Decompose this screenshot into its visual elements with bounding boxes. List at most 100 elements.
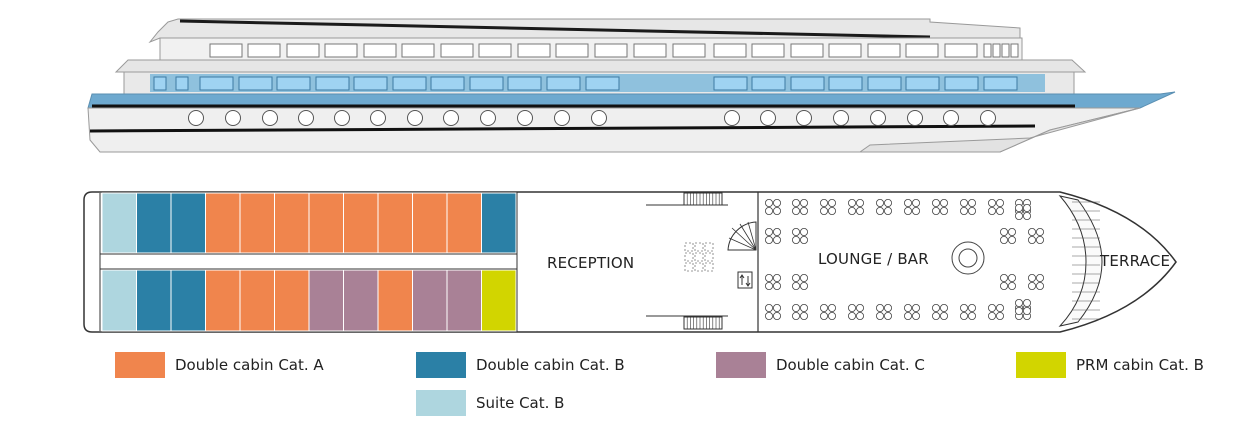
- chair: [800, 206, 809, 215]
- chair: [932, 303, 941, 312]
- window: [315, 76, 350, 91]
- legend-swatch: [416, 390, 466, 416]
- porthole: [443, 110, 459, 126]
- chair: [1008, 227, 1017, 236]
- chair: [800, 281, 809, 290]
- table: [765, 303, 782, 320]
- legend-label: Double cabin Cat. A: [175, 356, 324, 374]
- table: [848, 303, 865, 320]
- chair: [792, 281, 801, 290]
- chair: [876, 206, 885, 215]
- chair: [932, 311, 941, 320]
- chair: [800, 303, 809, 312]
- chair: [828, 311, 837, 320]
- table: [765, 198, 782, 215]
- cabin-double-b: [170, 269, 206, 332]
- chair: [773, 235, 782, 244]
- chair: [1015, 298, 1024, 307]
- cabin-double-c: [343, 269, 379, 332]
- window: [478, 43, 512, 58]
- porthole: [554, 110, 570, 126]
- window: [517, 43, 551, 58]
- table: [848, 198, 865, 215]
- chair: [884, 311, 893, 320]
- chair: [884, 303, 893, 312]
- chair: [904, 198, 913, 207]
- table: [960, 303, 977, 320]
- window: [633, 43, 667, 58]
- window: [867, 76, 902, 91]
- lounge-label: LOUNGE / BAR: [818, 250, 929, 268]
- table: [1028, 273, 1045, 290]
- desk-cell: [704, 242, 714, 252]
- legend-double-a: Double cabin Cat. A: [115, 352, 324, 378]
- desk-cell: [694, 262, 704, 272]
- cabin-double-b: [481, 192, 517, 254]
- window: [1001, 43, 1010, 58]
- chair: [792, 303, 801, 312]
- window: [585, 76, 620, 91]
- window: [790, 76, 825, 91]
- chair: [884, 198, 893, 207]
- window: [1010, 43, 1019, 58]
- chair: [932, 206, 941, 215]
- chair: [1028, 273, 1037, 282]
- terrace-label: TERRACE: [1099, 252, 1170, 270]
- chair: [988, 206, 997, 215]
- chair: [856, 198, 865, 207]
- window: [286, 43, 320, 58]
- upper-deck-windows: [209, 43, 1019, 58]
- table: [792, 198, 809, 215]
- chair: [800, 227, 809, 236]
- cabin-double-a: [308, 192, 344, 254]
- chair: [940, 303, 949, 312]
- chair: [773, 273, 782, 282]
- legend-double-c: Double cabin Cat. C: [716, 352, 925, 378]
- chair: [848, 206, 857, 215]
- porthole: [760, 110, 776, 126]
- chair: [1015, 306, 1024, 315]
- chair: [884, 206, 893, 215]
- chair: [1015, 203, 1024, 212]
- chair: [848, 198, 857, 207]
- portholes: [188, 110, 996, 126]
- porthole: [225, 110, 241, 126]
- window: [983, 43, 992, 58]
- chair: [912, 311, 921, 320]
- cabin-double-c: [412, 269, 448, 332]
- chair: [792, 227, 801, 236]
- chair: [904, 206, 913, 215]
- legend-label: Double cabin Cat. C: [776, 356, 925, 374]
- chair: [1028, 227, 1037, 236]
- legend-swatch: [115, 352, 165, 378]
- cabin-double-c: [308, 269, 344, 332]
- reception-desk: [684, 242, 714, 272]
- window: [238, 76, 273, 91]
- window: [324, 43, 358, 58]
- spiral-staircase-icon: [727, 221, 757, 251]
- terrace-hatch: [1058, 195, 1103, 327]
- chair: [773, 311, 782, 320]
- chair: [856, 303, 865, 312]
- lounge-tables: [765, 198, 1045, 320]
- chair: [820, 303, 829, 312]
- desk-cell: [684, 242, 694, 252]
- porthole: [480, 110, 496, 126]
- chair: [996, 303, 1005, 312]
- chair: [1036, 273, 1045, 282]
- cabin-double-a: [446, 192, 482, 254]
- chair: [856, 311, 865, 320]
- chair: [765, 227, 774, 236]
- legend-swatch: [1016, 352, 1066, 378]
- window: [276, 76, 311, 91]
- chair: [792, 198, 801, 207]
- promenade-roof: [114, 59, 1087, 73]
- porthole: [833, 110, 849, 126]
- elevator-icon: [737, 271, 753, 289]
- chair: [968, 311, 977, 320]
- window: [392, 76, 427, 91]
- legend-label: Suite Cat. B: [476, 394, 565, 412]
- legend-double-b: Double cabin Cat. B: [416, 352, 625, 378]
- window: [440, 43, 474, 58]
- chair: [773, 198, 782, 207]
